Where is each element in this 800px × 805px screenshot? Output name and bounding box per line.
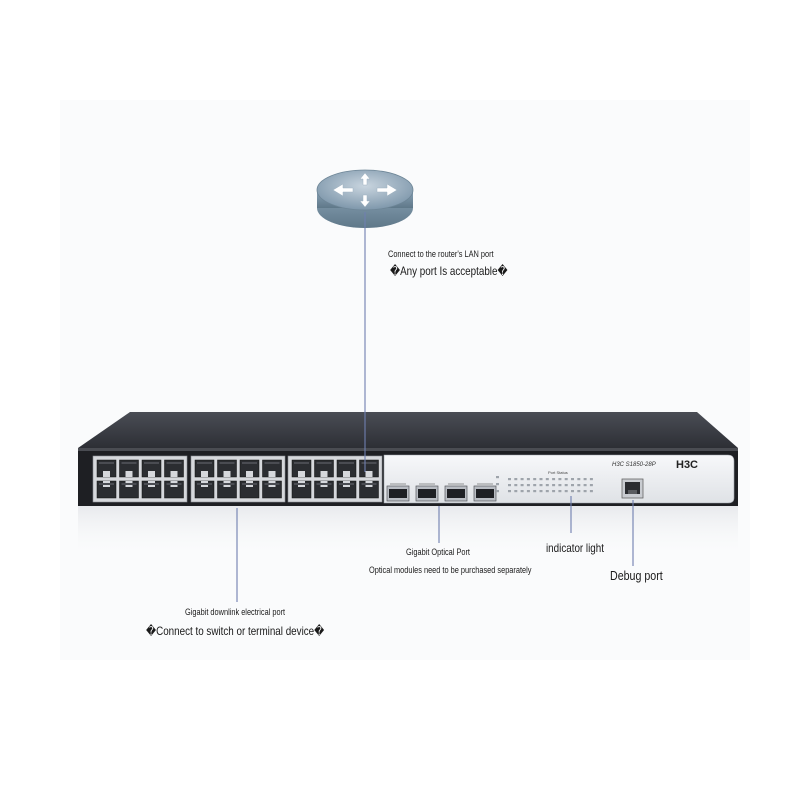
rj45-port bbox=[262, 459, 282, 478]
rj45-port bbox=[194, 480, 215, 499]
status-led bbox=[539, 490, 543, 493]
rj45-port bbox=[262, 480, 282, 499]
status-led bbox=[552, 478, 556, 481]
router-icon bbox=[316, 169, 414, 228]
status-led bbox=[552, 490, 556, 493]
status-led bbox=[526, 490, 530, 493]
status-led bbox=[589, 484, 593, 487]
system-led bbox=[496, 476, 499, 479]
rj45-port bbox=[194, 459, 215, 478]
status-led bbox=[571, 490, 574, 493]
sfp-port bbox=[444, 483, 468, 502]
status-led bbox=[520, 484, 524, 487]
status-led bbox=[583, 484, 587, 487]
status-led bbox=[514, 484, 518, 487]
model-label: H3C S1850-28P bbox=[612, 462, 656, 468]
status-led bbox=[508, 490, 511, 493]
status-led bbox=[545, 490, 549, 493]
rj45-port bbox=[239, 459, 260, 478]
status-led bbox=[545, 484, 549, 487]
status-led bbox=[558, 484, 562, 487]
status-led bbox=[508, 478, 511, 481]
router-label-line1: Connect to the router's LAN port bbox=[388, 249, 494, 259]
rj45-port-group bbox=[92, 455, 383, 503]
optical-port-title: Gigabit Optical Port bbox=[406, 547, 470, 557]
rj45-port bbox=[291, 480, 312, 499]
status-led bbox=[533, 490, 537, 493]
rj45-port bbox=[359, 459, 379, 478]
rj45-port bbox=[314, 459, 334, 478]
rj45-port bbox=[141, 480, 162, 499]
rj45-port bbox=[291, 459, 312, 478]
sfp-port-group bbox=[386, 483, 497, 502]
rj45-port bbox=[164, 459, 184, 478]
status-led bbox=[571, 484, 574, 487]
status-led bbox=[533, 478, 537, 481]
status-led bbox=[564, 490, 568, 493]
indicator-light-label: indicator light bbox=[546, 541, 604, 555]
status-led bbox=[508, 484, 511, 487]
rj45-port bbox=[239, 480, 260, 499]
status-led bbox=[583, 490, 587, 493]
status-led bbox=[526, 484, 530, 487]
status-led bbox=[577, 478, 581, 481]
rj45-port bbox=[119, 459, 139, 478]
rj45-port bbox=[336, 459, 357, 478]
status-led bbox=[533, 484, 537, 487]
status-led bbox=[564, 478, 568, 481]
sfp-port bbox=[473, 483, 497, 502]
rj45-port bbox=[141, 459, 162, 478]
rj45-port bbox=[217, 480, 237, 499]
status-led bbox=[564, 484, 568, 487]
rj45-port bbox=[359, 480, 379, 499]
router-label-line2: �Any port Is acceptable� bbox=[390, 264, 508, 278]
status-led bbox=[589, 490, 593, 493]
rj45-port bbox=[96, 480, 117, 499]
status-led bbox=[577, 484, 581, 487]
status-led bbox=[539, 478, 543, 481]
electrical-port-note: �Connect to switch or terminal device� bbox=[146, 624, 325, 638]
status-led bbox=[514, 490, 518, 493]
brand-logo: H3C bbox=[676, 459, 698, 471]
led-header-label: Port Status bbox=[548, 470, 568, 475]
status-led bbox=[514, 478, 518, 481]
rj45-port bbox=[336, 480, 357, 499]
reflection bbox=[78, 506, 738, 560]
status-led bbox=[558, 490, 562, 493]
status-led bbox=[520, 490, 524, 493]
status-led bbox=[552, 484, 556, 487]
debug-port bbox=[621, 478, 644, 499]
status-led bbox=[526, 478, 530, 481]
rj45-port bbox=[164, 480, 184, 499]
rj45-port bbox=[96, 459, 117, 478]
status-led bbox=[577, 490, 581, 493]
rj45-port bbox=[119, 480, 139, 499]
debug-port-label: Debug port bbox=[610, 568, 663, 583]
indicator-led-array bbox=[496, 476, 593, 493]
status-led bbox=[583, 478, 587, 481]
status-led bbox=[571, 478, 574, 481]
electrical-port-title: Gigabit downlink electrical port bbox=[185, 607, 286, 617]
optical-port-note: Optical modules need to be purchased sep… bbox=[369, 565, 532, 575]
status-led bbox=[545, 478, 549, 481]
sfp-port bbox=[415, 483, 439, 502]
rj45-port bbox=[217, 459, 237, 478]
status-led bbox=[520, 478, 524, 481]
status-led bbox=[539, 484, 543, 487]
sfp-port bbox=[386, 483, 410, 502]
status-led bbox=[589, 478, 593, 481]
status-led bbox=[558, 478, 562, 481]
callout-lines bbox=[236, 212, 634, 602]
system-led bbox=[496, 490, 499, 493]
system-led bbox=[496, 483, 499, 486]
rj45-port bbox=[314, 480, 334, 499]
